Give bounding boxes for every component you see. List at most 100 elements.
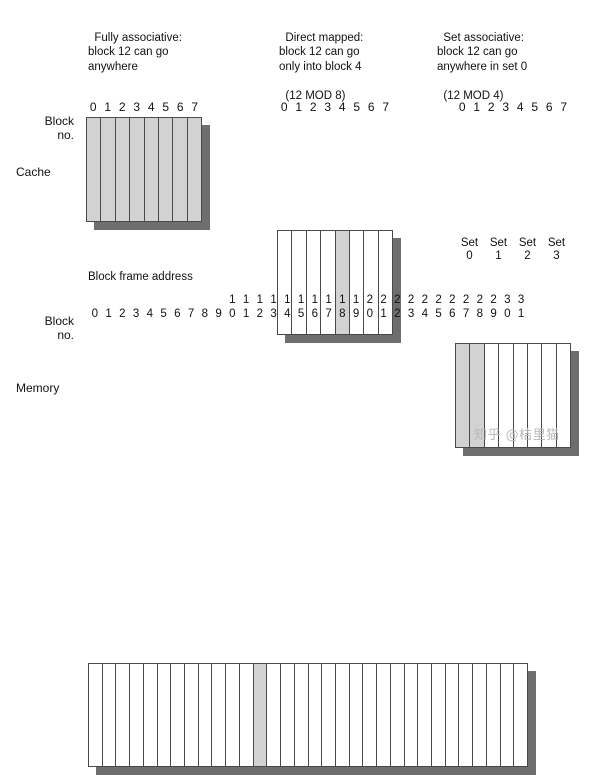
fully-associative-block-5[interactable] [158, 118, 174, 221]
memory-block-19[interactable] [349, 664, 364, 766]
direct-mapped-block-number-0: 0 [280, 100, 288, 114]
direct-mapped-cells[interactable] [277, 230, 393, 335]
memory-number-ones-14: 4 [284, 308, 291, 320]
memory-block-20[interactable] [363, 664, 378, 766]
memory-cells[interactable] [88, 663, 528, 767]
fully-associative-block-1[interactable] [101, 118, 116, 221]
memory-block-29[interactable] [486, 664, 501, 766]
direct-mapped-block-1[interactable] [292, 231, 307, 334]
memory-block-1[interactable] [102, 664, 117, 766]
memory-number-tens-5 [157, 294, 171, 307]
fully-associative-block-6[interactable] [173, 118, 188, 221]
memory-block-0[interactable] [89, 664, 103, 766]
memory-number-tens-19: 1 [352, 294, 360, 306]
memory-block-30[interactable] [500, 664, 515, 766]
memory-block-22[interactable] [390, 664, 405, 766]
memory-block-2[interactable] [116, 664, 131, 766]
memory-block-10[interactable] [226, 664, 240, 766]
memory-block-3[interactable] [130, 664, 144, 766]
memory-block-17[interactable] [322, 664, 336, 766]
memory-number-ones-5: 5 [160, 308, 167, 320]
memory-number-tens-0 [88, 294, 102, 307]
memory-block-6[interactable] [171, 664, 186, 766]
set-associative-block-6[interactable] [542, 344, 557, 447]
caption-set-associative: Set associative: block 12 can go anywher… [437, 16, 527, 103]
memory-block-5[interactable] [157, 664, 172, 766]
memory-number-tens-14: 1 [284, 294, 291, 306]
fully-associative-block-7[interactable] [187, 118, 201, 221]
memory-block-21[interactable] [377, 664, 391, 766]
memory-block-25[interactable] [431, 664, 446, 766]
memory-number-ones-24: 4 [421, 308, 429, 320]
memory-block-23[interactable] [404, 664, 419, 766]
memory-number-tens-31: 3 [517, 294, 525, 306]
set-associative-block-2[interactable] [484, 344, 500, 447]
direct-mapped-block-2[interactable] [306, 231, 322, 334]
memory-block-14[interactable] [281, 664, 295, 766]
caption-direct-mapped-text: Direct mapped: block 12 can go only into… [279, 31, 364, 73]
memory-number-ones-9: 9 [215, 308, 222, 320]
memory-block-11[interactable] [239, 664, 254, 766]
memory-number-tens-24: 2 [421, 294, 429, 306]
direct-mapped-cache[interactable] [277, 230, 401, 343]
memory-block-18[interactable] [335, 664, 350, 766]
fully-associative-block-0[interactable] [87, 118, 102, 221]
direct-mapped-block-5[interactable] [349, 231, 365, 334]
memory-block-31[interactable] [514, 664, 527, 766]
memory-number-tens-1 [102, 294, 116, 307]
fully-associative-block-3[interactable] [130, 118, 145, 221]
memory-number-ones-0: 0 [91, 308, 99, 320]
memory-number-ones-2: 2 [119, 308, 126, 320]
set-associative-block-4[interactable] [513, 344, 528, 447]
direct-mapped-block-6[interactable] [364, 231, 379, 334]
memory-block-24[interactable] [418, 664, 432, 766]
memory-block-array[interactable] [88, 663, 536, 775]
memory-block-no-text: Block no. [44, 314, 74, 342]
memory-block-16[interactable] [308, 664, 323, 766]
memory-number-tens-28: 2 [476, 294, 484, 306]
memory-block-27[interactable] [459, 664, 474, 766]
memory-number-tens-2 [116, 294, 130, 307]
memory-number-tens-27: 2 [462, 294, 470, 306]
memory-number-tens-8 [198, 294, 212, 307]
set-associative-cells[interactable] [455, 343, 571, 448]
set-associative-block-number-5: 5 [531, 100, 539, 114]
direct-mapped-block-4[interactable] [335, 231, 350, 334]
memory-block-28[interactable] [473, 664, 487, 766]
memory-block-no-label: Block no. [12, 300, 74, 342]
fully-associative-cells[interactable] [86, 117, 202, 222]
direct-mapped-block-7[interactable] [378, 231, 392, 334]
memory-number-ones-7: 7 [187, 308, 195, 320]
memory-block-12[interactable] [253, 664, 268, 766]
set-associative-block-5[interactable] [527, 344, 543, 447]
watermark: 知乎 @桔里猫 [474, 424, 560, 443]
memory-number-tens-17: 1 [325, 294, 332, 306]
direct-mapped-block-number-7: 7 [382, 100, 390, 114]
set-associative-block-7[interactable] [556, 344, 570, 447]
fully-associative-block-2[interactable] [115, 118, 131, 221]
memory-block-15[interactable] [294, 664, 309, 766]
watermark-text: 知乎 @桔里猫 [474, 428, 560, 443]
fully-associative-block-number-7: 7 [191, 100, 199, 114]
memory-block-13[interactable] [267, 664, 282, 766]
set-associative-block-number-0: 0 [458, 100, 466, 114]
direct-mapped-block-3[interactable] [321, 231, 336, 334]
set-associative-block-0[interactable] [456, 344, 471, 447]
set-associative-cache[interactable] [455, 343, 579, 456]
memory-block-9[interactable] [212, 664, 227, 766]
direct-mapped-block-0[interactable] [278, 231, 293, 334]
memory-block-4[interactable] [143, 664, 158, 766]
memory-number-ones-29: 9 [490, 308, 497, 320]
fully-associative-block-4[interactable] [144, 118, 159, 221]
block-frame-address-label: Block frame address [88, 271, 193, 283]
fully-associative-cache[interactable] [86, 117, 210, 230]
set-associative-block-3[interactable] [499, 344, 514, 447]
block-frame-address-text: Block frame address [88, 271, 193, 283]
memory-block-7[interactable] [185, 664, 199, 766]
set-associative-block-1[interactable] [470, 344, 485, 447]
memory-block-8[interactable] [198, 664, 213, 766]
memory-block-26[interactable] [445, 664, 460, 766]
